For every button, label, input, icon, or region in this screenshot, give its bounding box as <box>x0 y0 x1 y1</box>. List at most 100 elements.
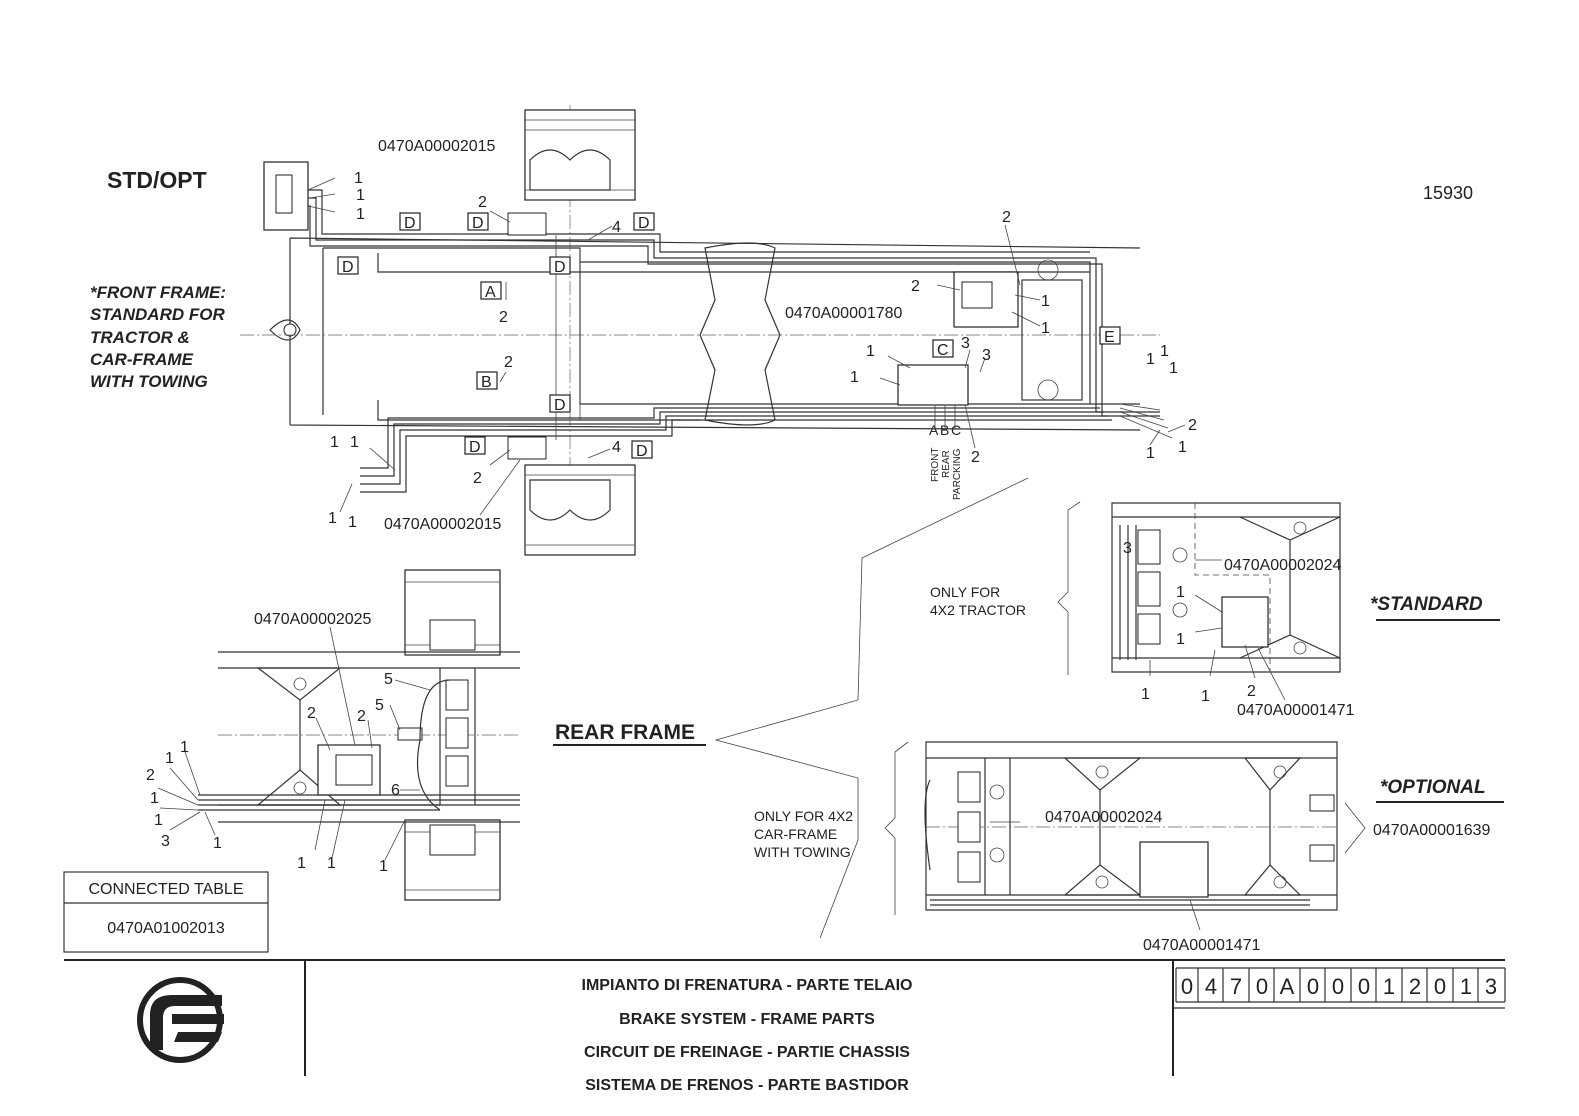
standard-part-number-bottom: 0470A00001471 <box>1237 702 1355 719</box>
optional-note-line-2: CAR-FRAME <box>754 826 837 842</box>
optional-detail <box>884 741 1366 931</box>
front-frame-note-line-3: TRACTOR & <box>90 328 190 347</box>
svg-text:4: 4 <box>612 219 621 236</box>
port-caption-rear: REAR <box>941 450 952 478</box>
optional-note-line-1: ONLY FOR 4X2 <box>754 808 853 824</box>
drawing-number-char-4: 0 <box>1256 974 1268 999</box>
standard-note-line-1: ONLY FOR <box>930 584 1000 600</box>
svg-text:1: 1 <box>1041 320 1050 337</box>
marker-d-4: D <box>342 259 354 276</box>
drawing-number-char-1: 0 <box>1181 974 1193 999</box>
svg-text:2: 2 <box>357 708 366 725</box>
svg-text:1: 1 <box>327 855 336 872</box>
svg-text:1: 1 <box>1176 631 1185 648</box>
marker-d-3: D <box>638 215 650 232</box>
front-frame-markers: D D D D D D D D A B C E <box>337 212 1121 460</box>
front-frame-view <box>240 105 1186 556</box>
marker-d-5: D <box>554 259 566 276</box>
marker-d-7: D <box>469 439 481 456</box>
port-label-c: C <box>951 422 961 438</box>
front-frame-note-line-5: WITH TOWING <box>90 372 208 391</box>
title-block: IMPIANTO DI FRENATURA - PARTE TELAIO BRA… <box>64 959 1505 1094</box>
svg-text:2: 2 <box>499 309 508 326</box>
marker-d-8: D <box>636 443 648 460</box>
drawing-number-char-3: 7 <box>1230 974 1242 999</box>
port-label-a: A <box>929 422 939 438</box>
svg-text:1: 1 <box>180 739 189 756</box>
sheet-reference: 15930 <box>1423 183 1473 203</box>
front-frame-note: *FRONT FRAME: STANDARD FOR TRACTOR & CAR… <box>90 283 226 391</box>
svg-text:2: 2 <box>146 767 155 784</box>
drawing-number-char-8: 0 <box>1358 974 1370 999</box>
connected-table: CONNECTED TABLE 0470A01002013 <box>63 871 269 953</box>
optional-part-number-right: 0470A00001639 <box>1373 822 1491 839</box>
top-connector <box>275 174 293 214</box>
drawing-number-char-10: 2 <box>1409 974 1421 999</box>
marker-d-2: D <box>472 215 484 232</box>
svg-text:1: 1 <box>1146 351 1155 368</box>
svg-text:1: 1 <box>154 812 163 829</box>
connected-table-value: 0470A01002013 <box>107 920 225 937</box>
svg-text:3: 3 <box>1123 540 1132 557</box>
svg-text:3: 3 <box>961 335 970 352</box>
svg-text:2: 2 <box>1188 417 1197 434</box>
svg-text:1: 1 <box>165 750 174 767</box>
svg-text:2: 2 <box>473 470 482 487</box>
svg-text:1: 1 <box>1160 343 1169 360</box>
drawing-number-char-6: 0 <box>1307 974 1319 999</box>
drawing-number-char-12: 1 <box>1460 974 1472 999</box>
svg-text:5: 5 <box>384 671 393 688</box>
title-spanish: SISTEMA DE FRENOS - PARTE BASTIDOR <box>585 1077 909 1094</box>
port-caption-parking: PARCKING <box>952 448 963 500</box>
standard-title: *STANDARD <box>1370 594 1483 615</box>
svg-text:2: 2 <box>1247 683 1256 700</box>
svg-text:1: 1 <box>379 858 388 875</box>
svg-text:2: 2 <box>1002 209 1011 226</box>
front-top-part-number: 0470A00002015 <box>378 138 496 155</box>
marker-a: A <box>485 284 496 301</box>
optional-part-number-top: 0470A00002024 <box>1045 809 1163 826</box>
drawing-number: 0 4 7 0 A 0 0 0 1 2 0 1 3 <box>1175 967 1506 1003</box>
port-caption-front: FRONT <box>930 448 941 482</box>
svg-text:4: 4 <box>612 439 621 456</box>
svg-text:1: 1 <box>1176 584 1185 601</box>
drawing-number-char-7: 0 <box>1332 974 1344 999</box>
svg-text:3: 3 <box>161 833 170 850</box>
front-bottom-part-number: 0470A00002015 <box>384 516 502 533</box>
svg-text:1: 1 <box>1141 686 1150 703</box>
optional-valve <box>1139 841 1209 898</box>
svg-text:1: 1 <box>356 206 365 223</box>
svg-text:1: 1 <box>348 514 357 531</box>
marker-c: C <box>937 342 949 359</box>
front-bottom-brake-valve <box>507 436 547 460</box>
front-frame-note-line-4: CAR-FRAME <box>90 350 194 369</box>
svg-text:1: 1 <box>297 855 306 872</box>
svg-text:1: 1 <box>330 434 339 451</box>
central-valve-part-number: 0470A00001780 <box>785 305 903 322</box>
optional-part-number-bottom: 0470A00001471 <box>1143 937 1261 954</box>
brand-logo <box>137 977 224 1063</box>
front-wheel-bottom <box>524 464 636 556</box>
rear-frame-title: REAR FRAME <box>555 721 695 744</box>
front-top-brake-valve <box>507 212 547 236</box>
marker-d-1: D <box>404 215 416 232</box>
svg-text:2: 2 <box>478 194 487 211</box>
optional-title: *OPTIONAL <box>1380 777 1486 798</box>
front-frame-note-line-2: STANDARD FOR <box>90 305 225 324</box>
drawing-number-char-2: 4 <box>1205 974 1217 999</box>
title-english: BRAKE SYSTEM - FRAME PARTS <box>619 1011 875 1028</box>
svg-text:1: 1 <box>213 835 222 852</box>
drawing-number-char-11: 0 <box>1434 974 1446 999</box>
drawing-number-char-13: 3 <box>1485 974 1497 999</box>
svg-text:1: 1 <box>1041 293 1050 310</box>
rear-center-part-number: 0470A00002025 <box>254 611 372 628</box>
optional-note-line-3: WITH TOWING <box>754 844 851 860</box>
svg-text:1: 1 <box>354 170 363 187</box>
svg-text:1: 1 <box>350 434 359 451</box>
svg-text:1: 1 <box>866 343 875 360</box>
svg-text:2: 2 <box>911 278 920 295</box>
standard-valve <box>1221 596 1269 648</box>
